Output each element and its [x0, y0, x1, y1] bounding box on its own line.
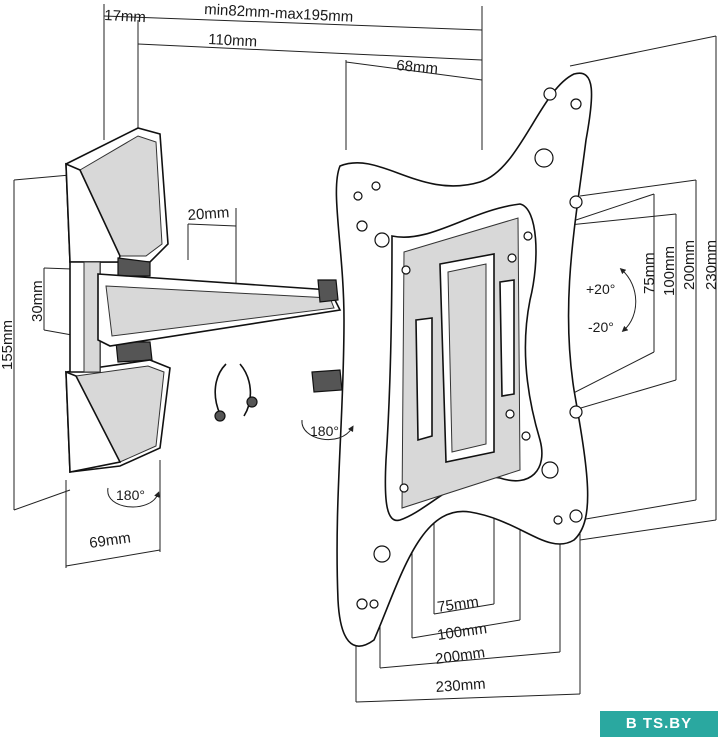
label-wall-plate-width: 69mm	[88, 529, 132, 552]
label-vesa-v4: 230mm	[703, 240, 720, 290]
label-vesa-v3: 200mm	[681, 240, 698, 290]
label-tilt-down: -20°	[588, 319, 614, 335]
label-vesa-v1: 75mm	[641, 252, 658, 294]
label-vesa-v2: 100mm	[661, 246, 678, 296]
vesa-plate	[335, 72, 593, 647]
wall-bracket-lower	[65, 341, 171, 473]
label-arm-width: 20mm	[187, 204, 230, 224]
label-arm-swivel: 180°	[310, 423, 339, 439]
label-wall-swivel: 180°	[116, 487, 145, 503]
label-tilt-up: +20°	[586, 281, 615, 297]
rotation-arrows	[107, 268, 637, 508]
swivel-arm	[97, 273, 343, 393]
wall-pillar	[69, 261, 101, 373]
label-wall-plate-depth: 17mm	[104, 7, 147, 26]
label-vesa-h1: 75mm	[436, 593, 480, 616]
cable-hooks	[214, 363, 258, 422]
label-wall-plate-height: 155mm	[0, 320, 16, 370]
top-dimension-lines	[103, 4, 483, 290]
label-arm-length: 110mm	[208, 31, 258, 51]
wall-bracket-upper	[65, 127, 169, 277]
label-arm-height: 30mm	[29, 280, 46, 322]
site-watermark: B TS.BY	[600, 711, 718, 737]
label-vesa-h3: 200mm	[434, 644, 486, 668]
label-vesa-h4: 230mm	[435, 676, 486, 696]
label-vesa-h2: 100mm	[436, 620, 488, 644]
label-head-depth: 68mm	[396, 57, 439, 78]
